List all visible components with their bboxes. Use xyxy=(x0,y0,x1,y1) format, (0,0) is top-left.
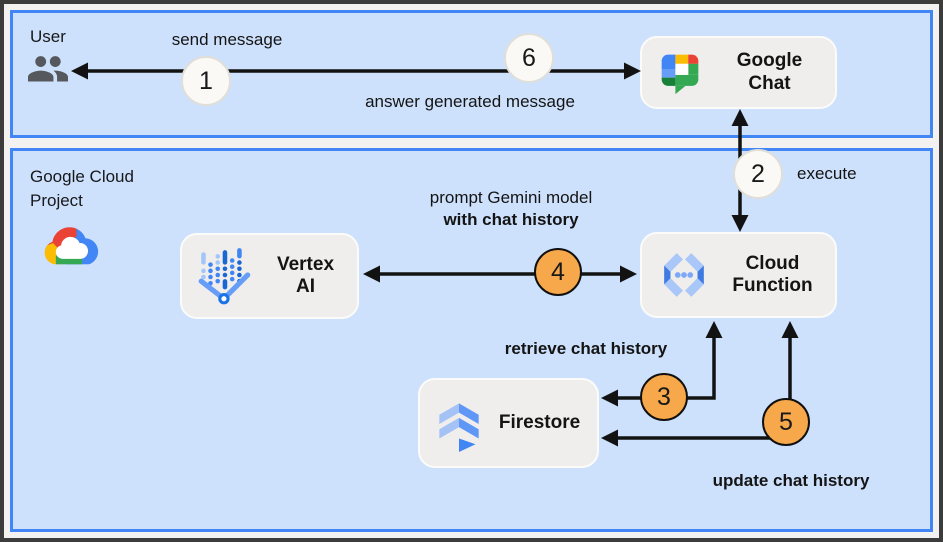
node-label-firestore: Firestore xyxy=(498,411,581,433)
label-execute: execute xyxy=(797,164,857,183)
cloud-functions-icon xyxy=(664,253,704,297)
label-send-message: send message xyxy=(171,30,283,49)
node-vertex-ai: Vertex AI xyxy=(180,233,359,319)
user-zone-label: User xyxy=(30,27,66,46)
step-badge-2: 2 xyxy=(733,149,783,199)
step-badge-4: 4 xyxy=(534,248,582,296)
node-label-cloud-function: Cloud Function xyxy=(732,252,813,296)
step-badge-3: 3 xyxy=(640,373,688,421)
step-badge-5: 5 xyxy=(762,398,810,446)
label-prompt-gemini-line1: prompt Gemini model xyxy=(429,188,593,207)
users-icon xyxy=(28,56,68,82)
node-firestore: Firestore xyxy=(418,378,599,468)
firestore-icon xyxy=(439,403,479,452)
label-prompt-gemini: prompt Gemini model with chat history xyxy=(430,187,593,231)
label-answer-generated-message: answer generated message xyxy=(365,92,575,111)
step-badge-1: 1 xyxy=(181,56,231,106)
step-badge-6: 6 xyxy=(504,33,554,83)
node-label-vertex-ai: Vertex AI xyxy=(276,253,335,297)
vertex-ai-icon xyxy=(198,248,251,305)
gcp-zone-label: Google Cloud Project xyxy=(30,167,134,210)
label-prompt-gemini-line2: with chat history xyxy=(443,210,579,229)
google-chat-icon xyxy=(661,54,699,94)
label-retrieve-chat-history: retrieve chat history xyxy=(504,339,668,358)
node-google-chat: Google Chat xyxy=(640,36,837,109)
node-cloud-function: Cloud Function xyxy=(640,232,837,318)
label-update-chat-history: update chat history xyxy=(712,471,870,490)
node-label-google-chat: Google Chat xyxy=(736,50,803,94)
google-cloud-logo xyxy=(44,227,99,265)
